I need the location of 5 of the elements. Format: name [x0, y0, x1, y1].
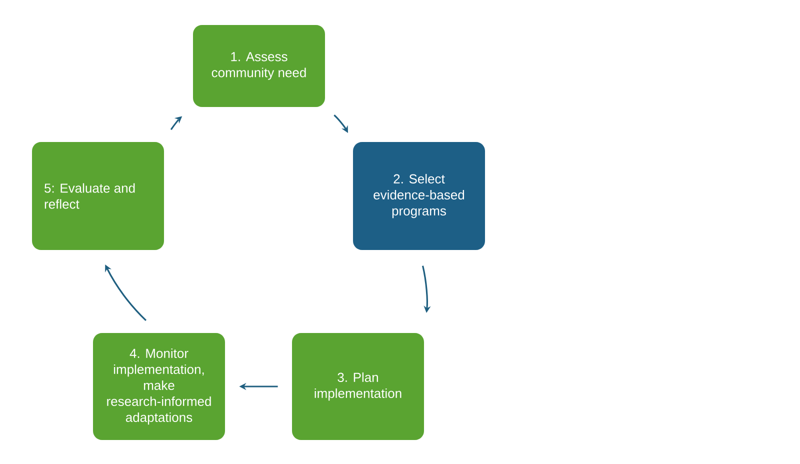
step-box: 5: Evaluate and reflect [32, 142, 164, 250]
step-box: 4. Monitor implementation, make research-informed adaptations [93, 333, 225, 440]
step-box: 2. Select evidence-based programs [353, 142, 485, 250]
step-box: 3. Plan implementation [292, 333, 424, 440]
step-box: 1. Assess community need [193, 25, 325, 107]
